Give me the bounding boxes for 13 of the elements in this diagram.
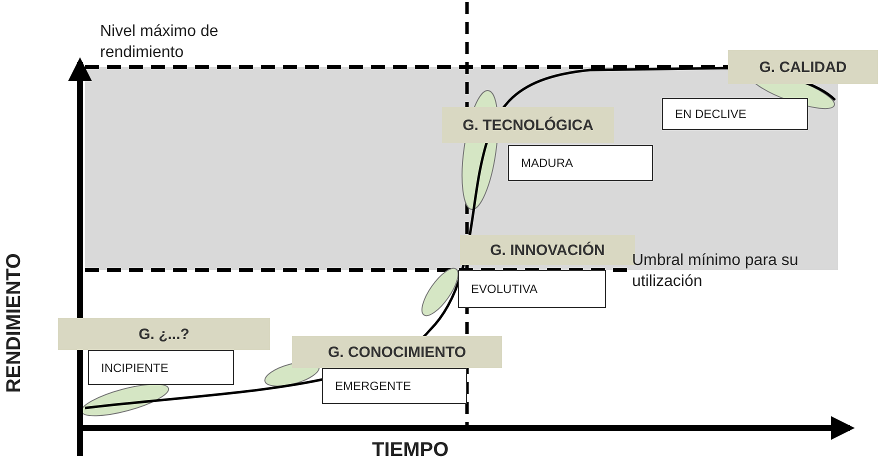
max-level-label: Nivel máximo de rendimiento [100,22,220,63]
threshold-label: Umbral mínimo para su utilización [632,251,800,292]
stage-box: EVOLUTIVA [458,270,606,308]
x-axis-title: TIEMPO [372,438,450,463]
generation-label: G. CALIDAD [728,50,878,84]
stage-box: INCIPIENTE [88,350,234,385]
generation-label: G. ¿...? [58,318,270,350]
stage-box: MADURA [508,145,653,181]
stage-box: EMERGENTE [322,368,467,404]
generation-label: G. CONOCIMIENTO [292,336,502,368]
generation-label: G. TECNOLÓGICA [442,107,614,143]
y-axis-title: RENDIMIENTO [2,253,26,393]
stage-box: EN DECLIVE [662,98,808,130]
